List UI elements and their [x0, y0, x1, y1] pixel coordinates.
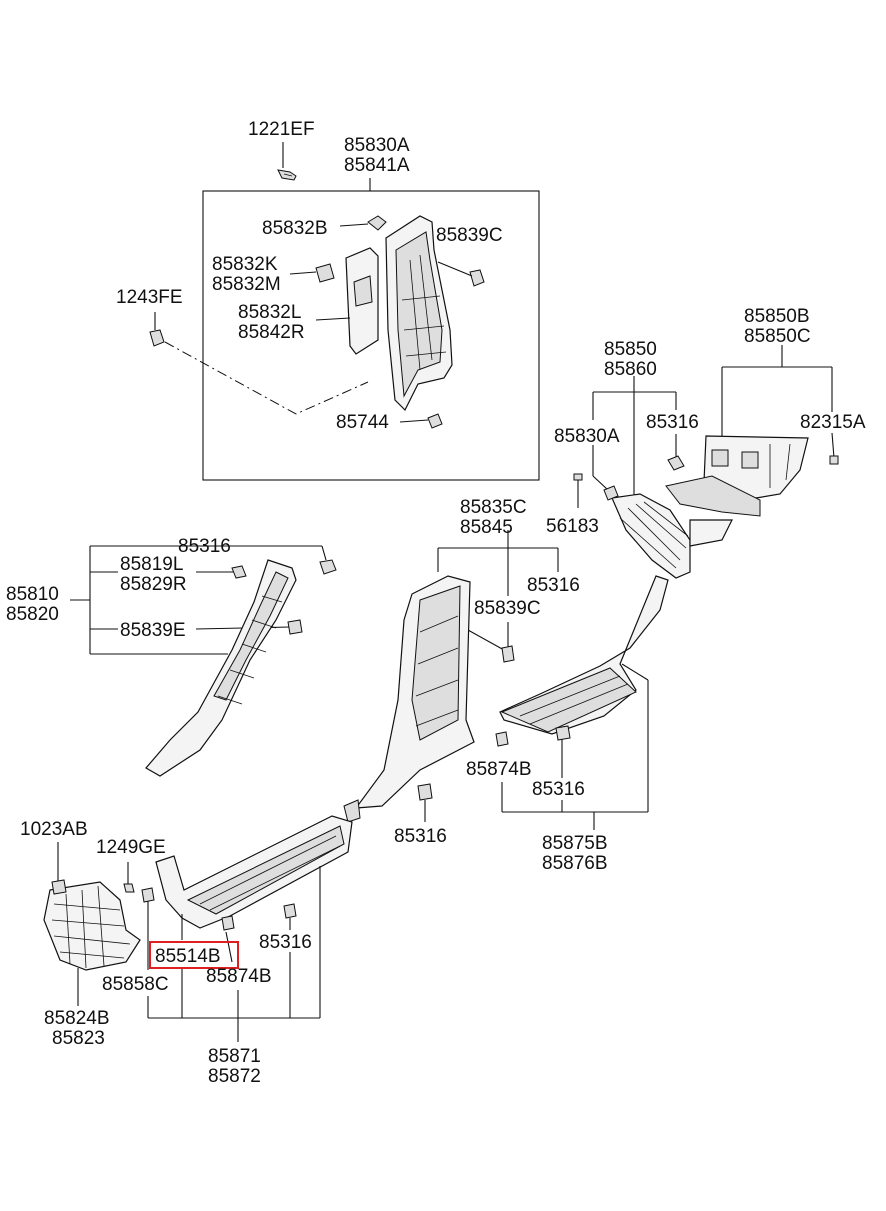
label-85872: 85872 — [208, 1066, 261, 1087]
screw-56183-part — [573, 473, 583, 508]
label-85744: 85744 — [336, 412, 389, 433]
label-1243FE: 1243FE — [116, 287, 183, 308]
nut-85316-front-part — [283, 903, 297, 919]
label-85810: 85810 — [6, 584, 59, 605]
kick-panel-part — [43, 881, 141, 971]
label-85850C: 85850C — [744, 326, 811, 347]
label-85316-bpillar-upper: 85316 — [527, 575, 580, 596]
label-85316-rear: 85316 — [532, 779, 585, 800]
label-85823: 85823 — [52, 1028, 105, 1049]
label-85316-apillar: 85316 — [178, 536, 231, 557]
upper-trim-box — [202, 190, 540, 481]
label-85874B-front: 85874B — [206, 966, 272, 987]
label-85824B: 85824B — [44, 1008, 110, 1029]
label-85839E: 85839E — [120, 620, 186, 641]
label-85839C-top: 85839C — [436, 225, 503, 246]
label-85839C-mid: 85839C — [474, 598, 541, 619]
nut-85316-top-part — [667, 455, 685, 471]
label-85819L: 85819L — [120, 554, 183, 575]
handle-cover-part — [345, 247, 379, 355]
clip-82315A-part — [829, 455, 839, 465]
label-85874B-rear: 85874B — [466, 759, 532, 780]
label-1221EF: 1221EF — [248, 119, 315, 140]
clip-85839E-part — [287, 619, 303, 635]
front-scuff-trim-part — [155, 815, 353, 929]
label-85841A: 85841A — [344, 155, 410, 176]
label-56183: 56183 — [546, 516, 599, 537]
label-85835C: 85835C — [460, 497, 527, 518]
label-85514B: 85514B — [155, 946, 221, 967]
clip-85858C-part — [141, 887, 155, 903]
label-85820: 85820 — [6, 604, 59, 625]
label-85316-front: 85316 — [259, 932, 312, 953]
label-85832B: 85832B — [262, 218, 328, 239]
label-85832M: 85832M — [212, 274, 281, 295]
bolt-1221EF-part — [277, 142, 297, 181]
clip-85819L-part — [231, 565, 247, 579]
clip-85830A-mid-part — [603, 485, 619, 501]
clip-85839C-upper-part — [469, 269, 485, 287]
label-1249GE: 1249GE — [96, 837, 166, 858]
clip-85744-part — [427, 413, 443, 429]
clip-85832K-part — [315, 263, 335, 283]
label-85871: 85871 — [208, 1046, 261, 1067]
clip-85874B-rear-part — [495, 731, 509, 747]
nut-85316-bpillar-part — [417, 783, 433, 801]
rear-scuff-trim-part — [499, 575, 669, 735]
label-85316-bpillar-lower: 85316 — [394, 826, 447, 847]
label-85830A-mid: 85830A — [554, 426, 620, 447]
highlight-box-85514B — [149, 941, 239, 969]
side-trim-85850-part — [611, 493, 733, 579]
label-85850: 85850 — [604, 339, 657, 360]
pillar-upper-trim-part — [385, 215, 453, 412]
bolt-1243FE-part — [149, 329, 165, 347]
label-85316-top: 85316 — [646, 412, 699, 433]
label-85845: 85845 — [460, 517, 513, 538]
a-pillar-trim-part — [145, 559, 297, 777]
label-85830A-top: 85830A — [344, 135, 410, 156]
label-82315A: 82315A — [800, 412, 866, 433]
clip-85839C-mid-part — [501, 645, 515, 663]
label-85860: 85860 — [604, 359, 657, 380]
nut-85316-apillar-part — [319, 559, 337, 575]
clip-85832B-part — [367, 215, 387, 231]
label-85829R: 85829R — [120, 574, 187, 595]
clip-85874B-front-part — [221, 915, 235, 931]
upper-cover-85850B-part — [665, 435, 809, 517]
label-85876B: 85876B — [542, 853, 608, 874]
label-85832L: 85832L — [238, 302, 301, 323]
label-85842R: 85842R — [238, 322, 305, 343]
b-pillar-lower-trim-part — [343, 575, 475, 823]
nut-85316-rear-part — [555, 725, 571, 741]
label-85858C: 85858C — [102, 974, 169, 995]
label-85875B: 85875B — [542, 833, 608, 854]
bolt-1249GE-part — [123, 883, 135, 893]
label-85832K: 85832K — [212, 254, 278, 275]
nut-1023AB-part — [51, 879, 67, 895]
label-85850B: 85850B — [744, 306, 810, 327]
label-1023AB: 1023AB — [20, 819, 88, 840]
